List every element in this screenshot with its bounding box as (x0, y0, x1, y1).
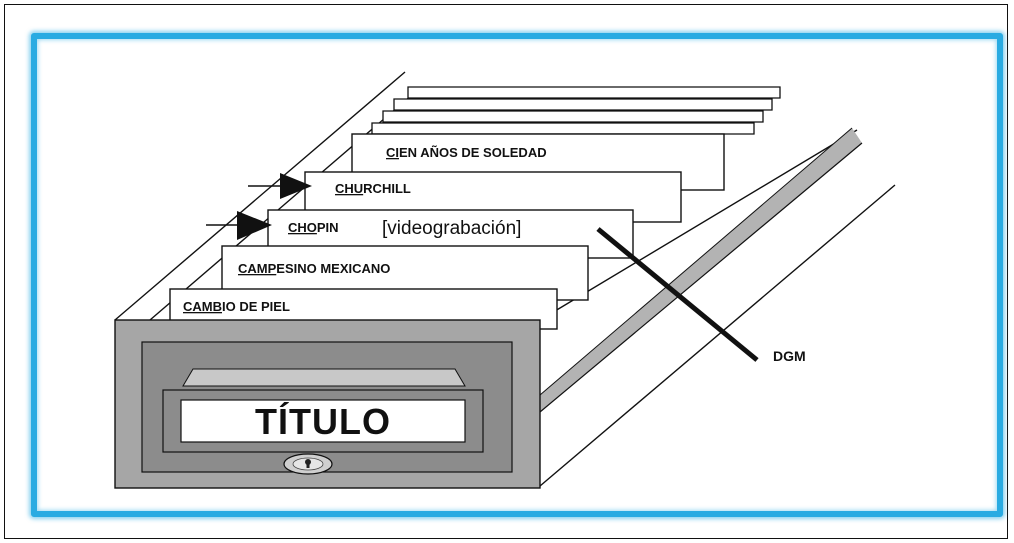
card-label-rest: PIN (317, 220, 339, 235)
drawer-handle (182, 368, 466, 387)
svg-text:CHURCHILL: CHURCHILL (335, 181, 411, 196)
drawer-label-holder (180, 399, 466, 443)
keyhole-icon (283, 453, 333, 475)
drawer-title-label: TÍTULO (255, 401, 391, 442)
card-label-underlined: CI (386, 145, 399, 160)
card-label-underlined: CAMB (183, 299, 222, 314)
card-label-underlined: CAMP (238, 261, 277, 276)
gmd-label: [videograbación] (382, 218, 521, 239)
card-label-rest: EN AÑOS DE SOLEDAD (399, 145, 547, 160)
dgm-pointer-line (596, 227, 759, 362)
arrow-chopin (206, 211, 272, 240)
svg-text:CIEN AÑOS DE SOLEDAD: CIEN AÑOS DE SOLEDAD (386, 145, 547, 160)
arrow-churchill (248, 173, 312, 199)
card-label-rest: IO DE PIEL (222, 299, 290, 314)
card-label-underlined: CHU (335, 181, 363, 196)
card-label-rest: ESINO MEXICANO (276, 261, 390, 276)
back-cards (371, 86, 781, 135)
card-label-underlined: CHO (288, 220, 317, 235)
svg-text:CAMBIO DE PIEL: CAMBIO DE PIEL (183, 299, 290, 314)
card-label-rest: RCHILL (363, 181, 411, 196)
svg-text:CAMPESINO MEXICANO: CAMPESINO MEXICANO (238, 261, 390, 276)
drawer-side (114, 71, 896, 487)
card-stack: CIEN AÑOS DE SOLEDAD CHURCHILL CHOPIN [v… (169, 133, 725, 330)
drawer-front: TÍTULO (114, 319, 541, 489)
dgm-label: DGM (773, 348, 806, 364)
drawer-rail (540, 128, 862, 412)
svg-text:CHOPIN: CHOPIN (288, 220, 339, 235)
